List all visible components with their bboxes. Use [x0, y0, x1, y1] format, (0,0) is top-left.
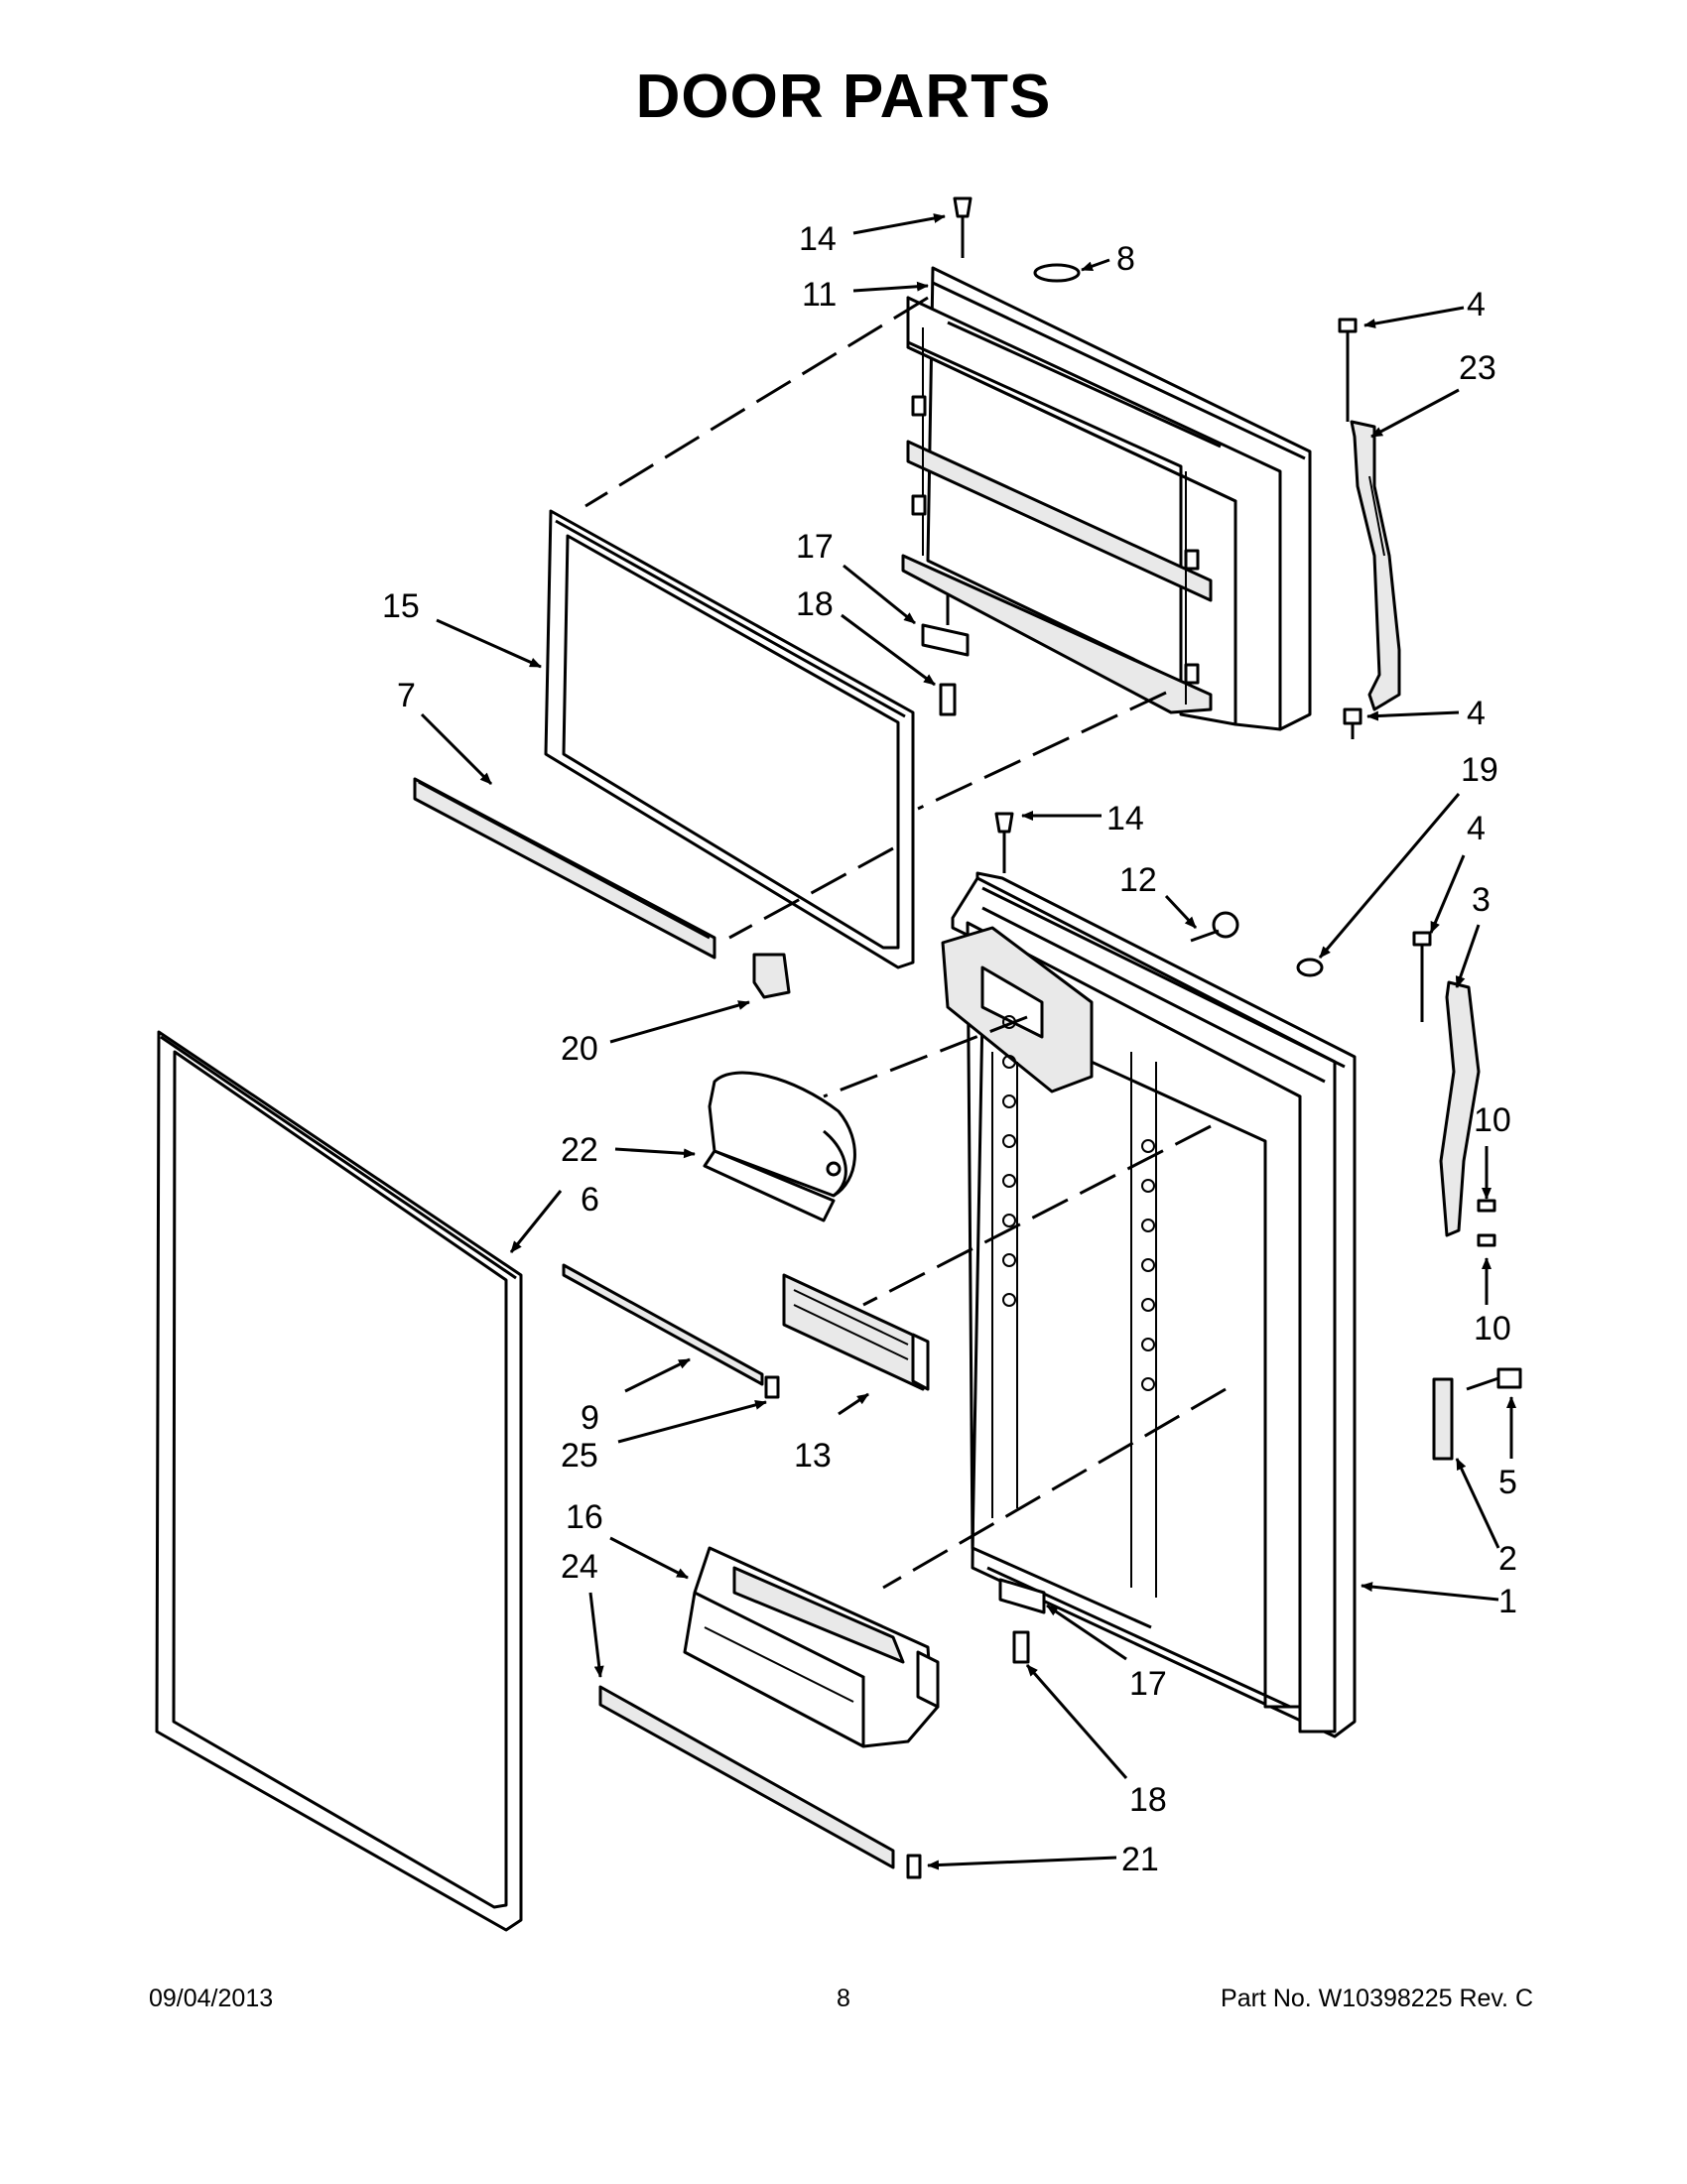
door-bin-rail — [598, 1685, 895, 1869]
callout-16: 16 — [566, 1498, 603, 1536]
callout-10-top: 10 — [1474, 1101, 1511, 1139]
callout-22: 22 — [561, 1131, 598, 1169]
page-title: DOOR PARTS — [635, 63, 1052, 131]
callout-9: 9 — [581, 1399, 599, 1437]
callout-14-lower: 14 — [1106, 800, 1144, 837]
callout-19: 19 — [1461, 751, 1498, 789]
top-hinge — [1338, 318, 1401, 739]
callout-18-bottom: 18 — [1129, 1781, 1167, 1819]
door-handle-stud — [1190, 911, 1239, 943]
callout-25: 25 — [561, 1437, 598, 1475]
callout-17-top: 17 — [796, 528, 834, 566]
fresh-food-door-liner — [941, 871, 1357, 1738]
callout-20: 20 — [561, 1030, 598, 1068]
callout-7: 7 — [397, 677, 416, 714]
callout-8: 8 — [1116, 240, 1135, 278]
assembly-line — [917, 691, 1167, 811]
door-stop-plug-14-lower — [994, 812, 1014, 873]
freezer-door-rail — [413, 777, 716, 960]
door-stop-plug — [953, 196, 973, 258]
callout-13: 13 — [794, 1437, 832, 1475]
callout-1: 1 — [1498, 1583, 1517, 1620]
callout-10-bottom: 10 — [1474, 1310, 1511, 1348]
callout-11: 11 — [802, 276, 837, 314]
callout-labels: 14 11 8 4 23 17 18 15 7 4 19 14 4 12 3 2… — [382, 220, 1517, 1878]
callout-6: 6 — [581, 1181, 599, 1219]
assembly-line — [823, 1015, 1028, 1098]
assembly-line — [728, 846, 894, 940]
rail-end-clip — [752, 953, 791, 999]
footer-part-number: Part No. W10398225 Rev. C — [1221, 1985, 1533, 2012]
callout-12: 12 — [1119, 861, 1157, 899]
callout-4-mid: 4 — [1467, 695, 1486, 732]
callout-3: 3 — [1472, 881, 1491, 919]
dairy-rail-clip — [764, 1375, 780, 1399]
callout-24: 24 — [561, 1548, 598, 1586]
freezer-door-liner — [901, 266, 1312, 731]
hinge-shim — [1432, 1377, 1454, 1461]
callout-4-lower: 4 — [1467, 810, 1486, 847]
footer-page-number: 8 — [837, 1985, 850, 2012]
freezer-door-gasket — [544, 509, 915, 969]
hinge-screw — [1466, 1367, 1522, 1391]
callout-5: 5 — [1498, 1464, 1517, 1501]
assembly-line — [882, 1387, 1227, 1590]
door-bin-rail-clip — [906, 1854, 922, 1879]
door-bin — [683, 1546, 940, 1748]
callout-4-top: 4 — [1467, 286, 1486, 323]
callout-17-bottom: 17 — [1129, 1665, 1167, 1703]
footer-date: 09/04/2013 — [149, 1985, 274, 2012]
assembly-line — [862, 1124, 1212, 1307]
fresh-food-door-gasket — [155, 1030, 523, 1932]
dairy-door — [782, 1273, 930, 1391]
leader-lines — [420, 213, 1516, 1870]
callout-18-top: 18 — [796, 585, 834, 623]
dairy-rail — [562, 1263, 764, 1386]
callout-14-top: 14 — [799, 220, 837, 258]
door-plug-8 — [1033, 263, 1081, 283]
lower-hinge — [1412, 931, 1496, 1247]
callout-23: 23 — [1459, 349, 1496, 387]
hole-plug-19 — [1296, 958, 1324, 977]
butter-compartment — [703, 1071, 856, 1222]
callout-2: 2 — [1498, 1540, 1517, 1578]
callout-21: 21 — [1121, 1841, 1159, 1878]
door-hinge-bracket-17-bottom — [998, 1578, 1046, 1664]
assembly-line — [584, 296, 929, 508]
door-hinge-bracket-17-top — [921, 595, 970, 716]
callout-15: 15 — [382, 587, 420, 625]
